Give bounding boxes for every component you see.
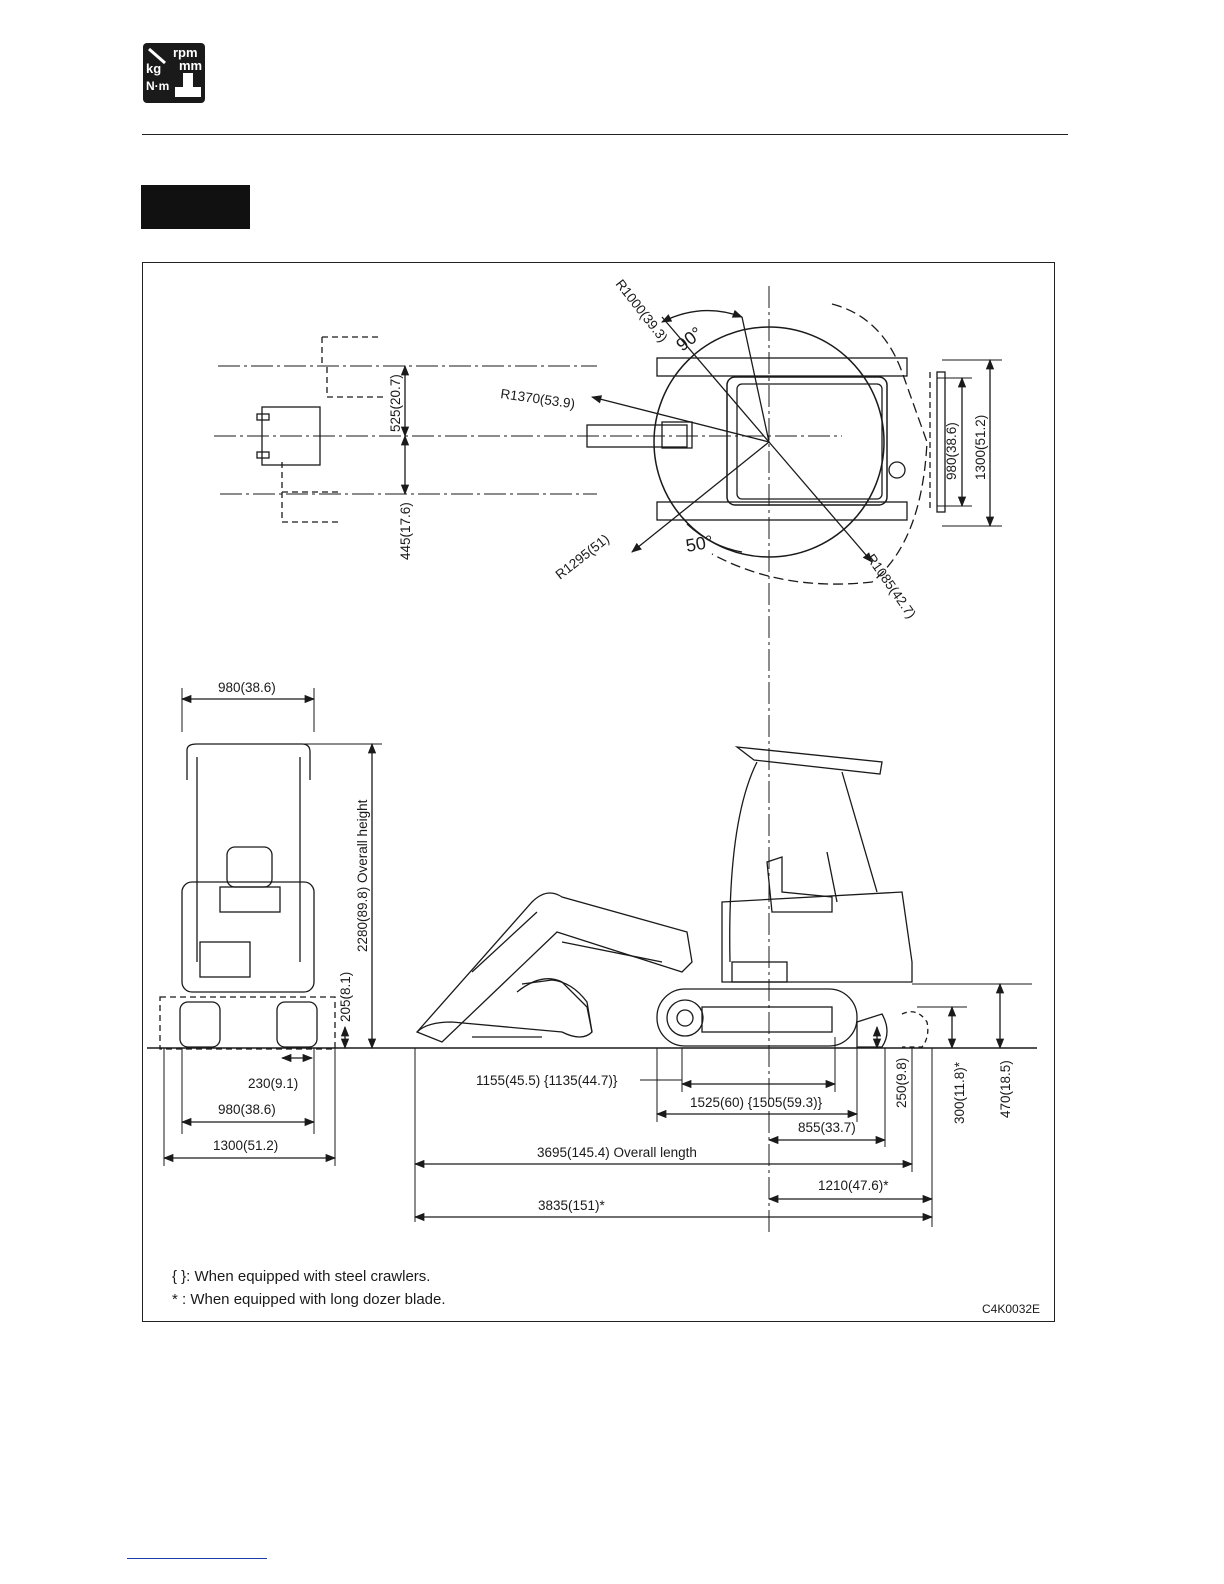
specifications-icon: rpm mm kg N·m xyxy=(143,43,205,103)
section-tab xyxy=(141,185,250,229)
label-track-980: 980(38.6) xyxy=(218,1102,276,1117)
label-track-230: 230(9.1) xyxy=(248,1076,298,1091)
label-470: 470(18.5) xyxy=(998,1060,1013,1118)
label-250: 250(9.8) xyxy=(894,1058,909,1108)
dimension-drawing: R1000(39.3) 90° R1370(53.9) R1295(51) 50… xyxy=(147,277,1037,1232)
footnote-long-dozer: * : When equipped with long dozer blade. xyxy=(172,1291,446,1308)
label-1210: 1210(47.6)* xyxy=(818,1178,889,1193)
label-r1370: R1370(53.9) xyxy=(500,386,576,411)
label-overall-height: 2280(89.8) Overall height xyxy=(355,799,370,952)
drawing-code: C4K0032E xyxy=(982,1302,1041,1316)
label-blade-1300: 1300(51.2) xyxy=(213,1138,278,1153)
footer-rule xyxy=(127,1558,267,1559)
label-r1295: R1295(51) xyxy=(553,531,613,582)
label-front-width-980: 980(38.6) xyxy=(218,680,276,695)
front-view xyxy=(159,688,382,1166)
footnote-steel-crawlers: { }: When equipped with steel crawlers. xyxy=(172,1268,431,1285)
label-300: 300(11.8)* xyxy=(952,1061,967,1124)
label-r1000: R1000(39.3) xyxy=(613,277,671,345)
label-3835: 3835(151)* xyxy=(538,1198,606,1213)
side-view xyxy=(413,746,1032,1227)
icon-mm: mm xyxy=(179,58,202,73)
label-clearance-205: 205(8.1) xyxy=(338,972,353,1022)
icon-rpm: rpm xyxy=(173,45,198,60)
label-top-width-1300: 1300(51.2) xyxy=(973,415,988,480)
label-855: 855(33.7) xyxy=(798,1120,856,1135)
drawing-frame xyxy=(142,262,1055,1322)
icon-kg: kg xyxy=(146,61,161,76)
label-1155: 1155(45.5) {1135(44.7)} xyxy=(476,1073,618,1088)
label-offset-525: 525(20.7) xyxy=(388,374,403,432)
top-view xyxy=(214,286,1002,1232)
label-1525: 1525(60) {1505(59.3)} xyxy=(690,1095,823,1110)
label-top-width-980: 980(38.6) xyxy=(944,422,959,480)
label-angle-50: 50° xyxy=(684,532,714,556)
label-3695: 3695(145.4) Overall length xyxy=(537,1145,697,1160)
header-rule xyxy=(142,134,1068,135)
label-offset-445: 445(17.6) xyxy=(398,502,413,560)
icon-nm: N·m xyxy=(146,79,169,93)
label-angle-90: 90° xyxy=(672,323,706,355)
